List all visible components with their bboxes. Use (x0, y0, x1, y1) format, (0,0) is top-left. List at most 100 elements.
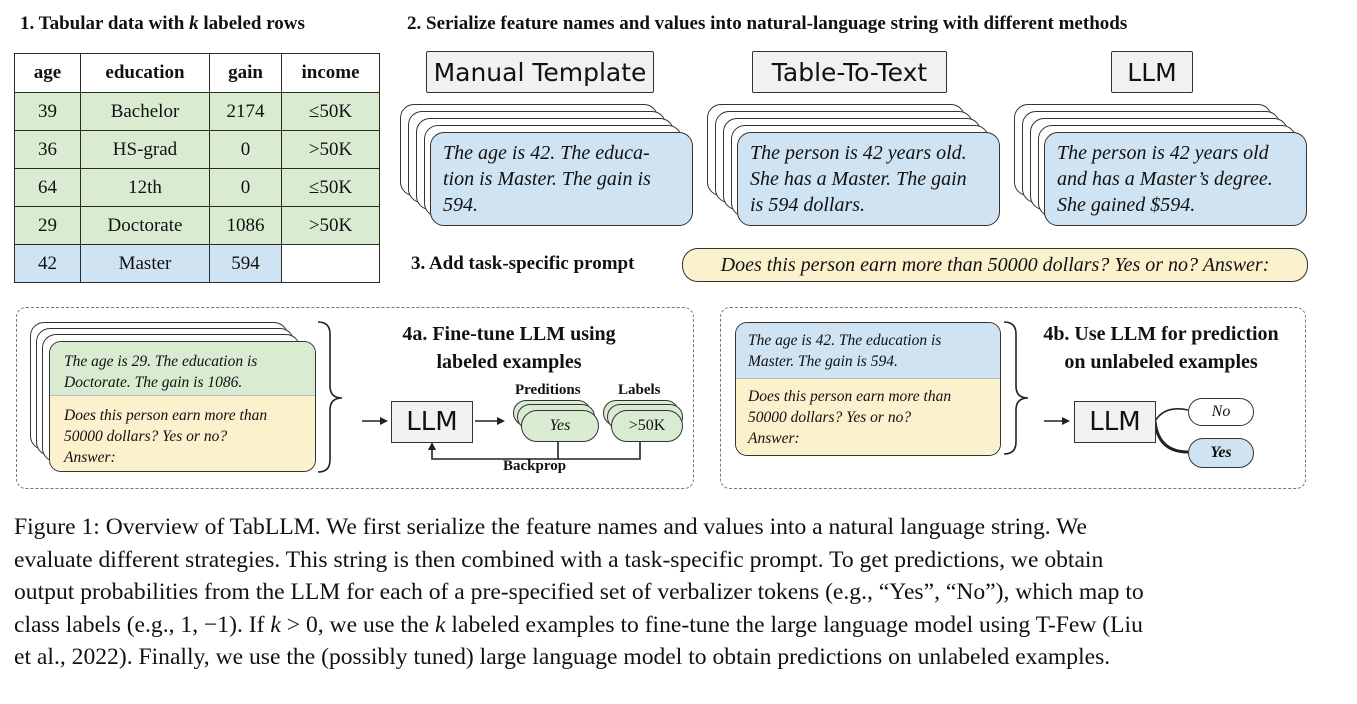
card-text-line: is 594 dollars. (750, 194, 866, 216)
table-cell: 42 (14, 244, 81, 283)
card-text-line: and has a Master’s degree. (1057, 168, 1273, 190)
caption-line: class labels (e.g., 1, −1). If k > 0, we… (14, 609, 1344, 642)
table-cell: >50K (281, 130, 380, 169)
task-prompt-box: Does this person earn more than 50000 do… (682, 248, 1308, 282)
backprop-label: Backprop (503, 458, 567, 474)
figure-caption: Figure 1: Overview of TabLLM. We first s… (14, 511, 1344, 674)
section2-title: 2. Serialize feature names and values in… (407, 13, 1128, 34)
brace-4a (317, 321, 343, 473)
finetune-panel (16, 307, 694, 489)
predictions-label: Preditions (515, 382, 581, 398)
section1-title: 1. Tabular data with k labeled rows (20, 13, 305, 35)
caption-k: k (270, 611, 281, 638)
llm-box-finetune: LLM (391, 401, 473, 443)
brace-4b (1003, 321, 1029, 455)
serialized-card-stack-llm: The person is 42 years old and has a Mas… (1014, 104, 1309, 228)
table-cell: 36 (14, 130, 81, 169)
section1-title-k: k (189, 13, 199, 34)
card-text-line: 594. (443, 194, 478, 216)
table-cell-empty (281, 244, 380, 283)
card-text-line: Does this person earn more than (748, 388, 952, 405)
card-text-line: The person is 42 years old. (750, 142, 967, 164)
serialized-card-stack-manual: The age is 42. The educa- tion is Master… (400, 104, 695, 228)
table-cell: 2174 (209, 92, 282, 131)
option-yes-pill: Yes (1188, 438, 1254, 468)
serialized-card-table-to-text: The person is 42 years old. She has a Ma… (737, 132, 1000, 226)
table-cell: 594 (209, 244, 282, 283)
caption-line: et al., 2022). Finally, we use the (poss… (14, 644, 1111, 670)
table-cell: 0 (209, 168, 282, 207)
card-text-line: 50000 dollars? Yes or no? (64, 428, 228, 445)
column-header-income: income (281, 53, 380, 93)
table-cell: HS-grad (80, 130, 210, 169)
prediction-panel (720, 307, 1306, 489)
finetune-card-stack: The age is 29. The education is Doctorat… (30, 322, 320, 472)
caption-text: labeled examples to fine-tune the large … (445, 611, 1143, 638)
branch-no (1154, 408, 1189, 422)
finetune-title-line: 4a. Fine-tune LLM using (402, 323, 616, 345)
table-row: 39 Bachelor 2174 ≤50K (14, 92, 380, 131)
prediction-title: 4b. Use LLM for prediction on unlabeled … (1030, 320, 1292, 376)
table-row: 29 Doctorate 1086 >50K (14, 206, 380, 245)
column-header-gain: gain (209, 53, 282, 93)
table-cell: Doctorate (80, 206, 210, 245)
column-header-education: education (80, 53, 210, 93)
card-text-line: She has a Master. The gain (750, 168, 967, 190)
card-text-line: The age is 29. The education is (64, 353, 258, 370)
table-cell: 0 (209, 130, 282, 169)
table-header-row: age education gain income (14, 53, 380, 93)
section1-title-suffix: labeled rows (198, 13, 305, 34)
table-cell: ≤50K (281, 92, 380, 131)
arrowhead (428, 442, 436, 450)
table-cell: Master (80, 244, 210, 283)
prediction-pill: Yes (521, 410, 599, 442)
table-cell: 1086 (209, 206, 282, 245)
labels-label: Labels (618, 382, 661, 398)
card-text-line: Answer: (64, 449, 116, 466)
method-table-to-text: Table-To-Text (752, 51, 947, 93)
card-text-line: The age is 42. The education is (748, 332, 942, 349)
finetune-title-line: labeled examples (436, 351, 582, 373)
table-row-unlabeled: 42 Master 594 (14, 244, 380, 283)
label-pill: >50K (611, 410, 683, 442)
backprop-loop (431, 442, 641, 460)
table-cell: 64 (14, 168, 81, 207)
method-manual-template: Manual Template (426, 51, 654, 93)
arrowhead (1062, 417, 1070, 425)
table-cell: >50K (281, 206, 380, 245)
card-text-line: tion is Master. The gain is (443, 168, 651, 190)
card-text-line: Master. The gain is 594. (748, 353, 898, 370)
section1-title-prefix: 1. Tabular data with (20, 13, 190, 34)
caption-text: > 0, we use the (280, 611, 436, 638)
table-cell: Bachelor (80, 92, 210, 131)
prediction-title-line: on unlabeled examples (1064, 351, 1258, 373)
caption-text: class labels (e.g., 1, −1). If (14, 611, 271, 638)
serialized-card-stack-table-to-text: The person is 42 years old. She has a Ma… (707, 104, 1002, 228)
table-row: 36 HS-grad 0 >50K (14, 130, 380, 169)
finetune-title: 4a. Fine-tune LLM using labeled examples (378, 320, 640, 376)
card-text-line: 50000 dollars? Yes or no? (748, 409, 912, 426)
column-header-age: age (14, 53, 81, 93)
caption-line: output probabilities from the LLM for ea… (14, 579, 1144, 605)
serialized-card-llm: The person is 42 years old and has a Mas… (1044, 132, 1307, 226)
tabular-data-table: age education gain income 39 Bachelor 21… (14, 53, 380, 283)
table-cell: 39 (14, 92, 81, 131)
card-text-line: The person is 42 years old (1057, 142, 1269, 164)
card-text-line: Does this person earn more than (64, 407, 268, 424)
prediction-title-line: 4b. Use LLM for prediction (1043, 323, 1279, 345)
caption-k: k (435, 611, 446, 638)
arrowhead (380, 417, 388, 425)
method-llm: LLM (1111, 51, 1193, 93)
finetune-example-card: The age is 29. The education is Doctorat… (49, 341, 316, 472)
section3-title: 3. Add task-specific prompt (411, 253, 635, 274)
table-cell: ≤50K (281, 168, 380, 207)
unlabeled-example-card: The age is 42. The education is Master. … (735, 322, 1001, 456)
card-text-line: She gained $594. (1057, 194, 1196, 216)
caption-line: Figure 1: Overview of TabLLM. We first s… (14, 514, 1087, 540)
llm-box-predict: LLM (1074, 401, 1156, 443)
card-text-line: The age is 42. The educa- (443, 142, 650, 164)
arrowhead (497, 417, 505, 425)
card-text-line: Answer: (748, 430, 800, 447)
caption-line: evaluate different strategies. This stri… (14, 546, 1104, 573)
card-text-line: Doctorate. The gain is 1086. (64, 374, 243, 391)
